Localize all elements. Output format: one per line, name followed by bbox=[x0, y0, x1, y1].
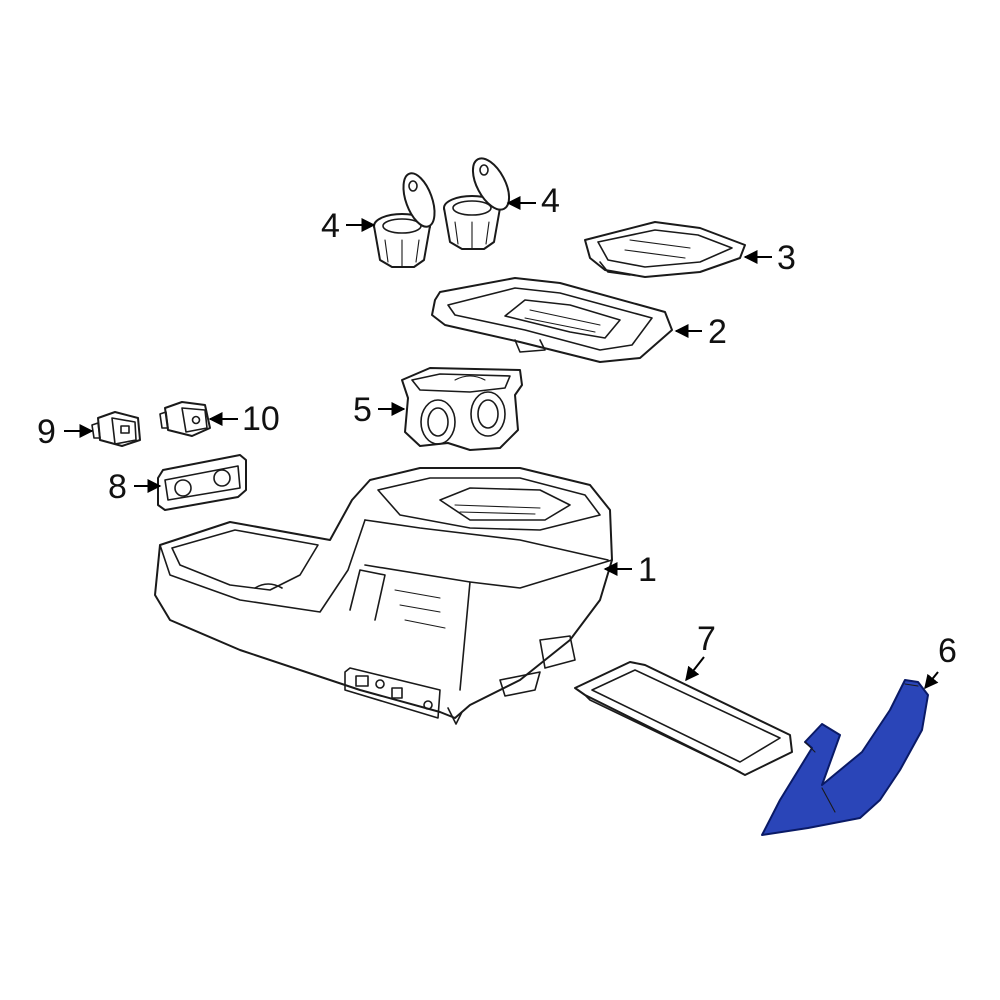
callout-3: 3 bbox=[777, 239, 796, 277]
cup-insert-part-4-left[interactable] bbox=[373, 169, 441, 268]
trim-panel-part-6[interactable] bbox=[761, 679, 929, 836]
callout-5: 5 bbox=[353, 391, 372, 429]
leader-lines bbox=[64, 196, 939, 690]
storage-tray-part-3[interactable] bbox=[584, 221, 746, 278]
cup-insert-part-4-right[interactable] bbox=[443, 153, 517, 250]
callout-10: 10 bbox=[242, 400, 280, 438]
power-outlet-part-10[interactable] bbox=[159, 401, 211, 437]
leader-7 bbox=[685, 656, 705, 682]
leader-6 bbox=[924, 671, 939, 690]
callout-9: 9 bbox=[37, 413, 56, 451]
callout-1: 1 bbox=[638, 551, 657, 589]
callout-6: 6 bbox=[938, 632, 957, 670]
callout-8: 8 bbox=[108, 468, 127, 506]
callout-7: 7 bbox=[697, 620, 716, 658]
callout-2: 2 bbox=[708, 313, 727, 351]
console-bezel-part-2[interactable] bbox=[431, 277, 673, 363]
console-body-part-1[interactable] bbox=[154, 467, 613, 725]
usb-port-part-9[interactable] bbox=[91, 411, 141, 447]
tray-mat-part-7[interactable] bbox=[574, 661, 793, 776]
callout-4-left: 4 bbox=[321, 207, 340, 245]
cup-holder-part-5[interactable] bbox=[401, 367, 523, 451]
callout-labels: 1 2 3 4 4 5 6 7 8 9 10 bbox=[37, 182, 957, 670]
switch-bezel-part-8[interactable] bbox=[157, 454, 247, 511]
callout-4-right: 4 bbox=[541, 182, 560, 220]
